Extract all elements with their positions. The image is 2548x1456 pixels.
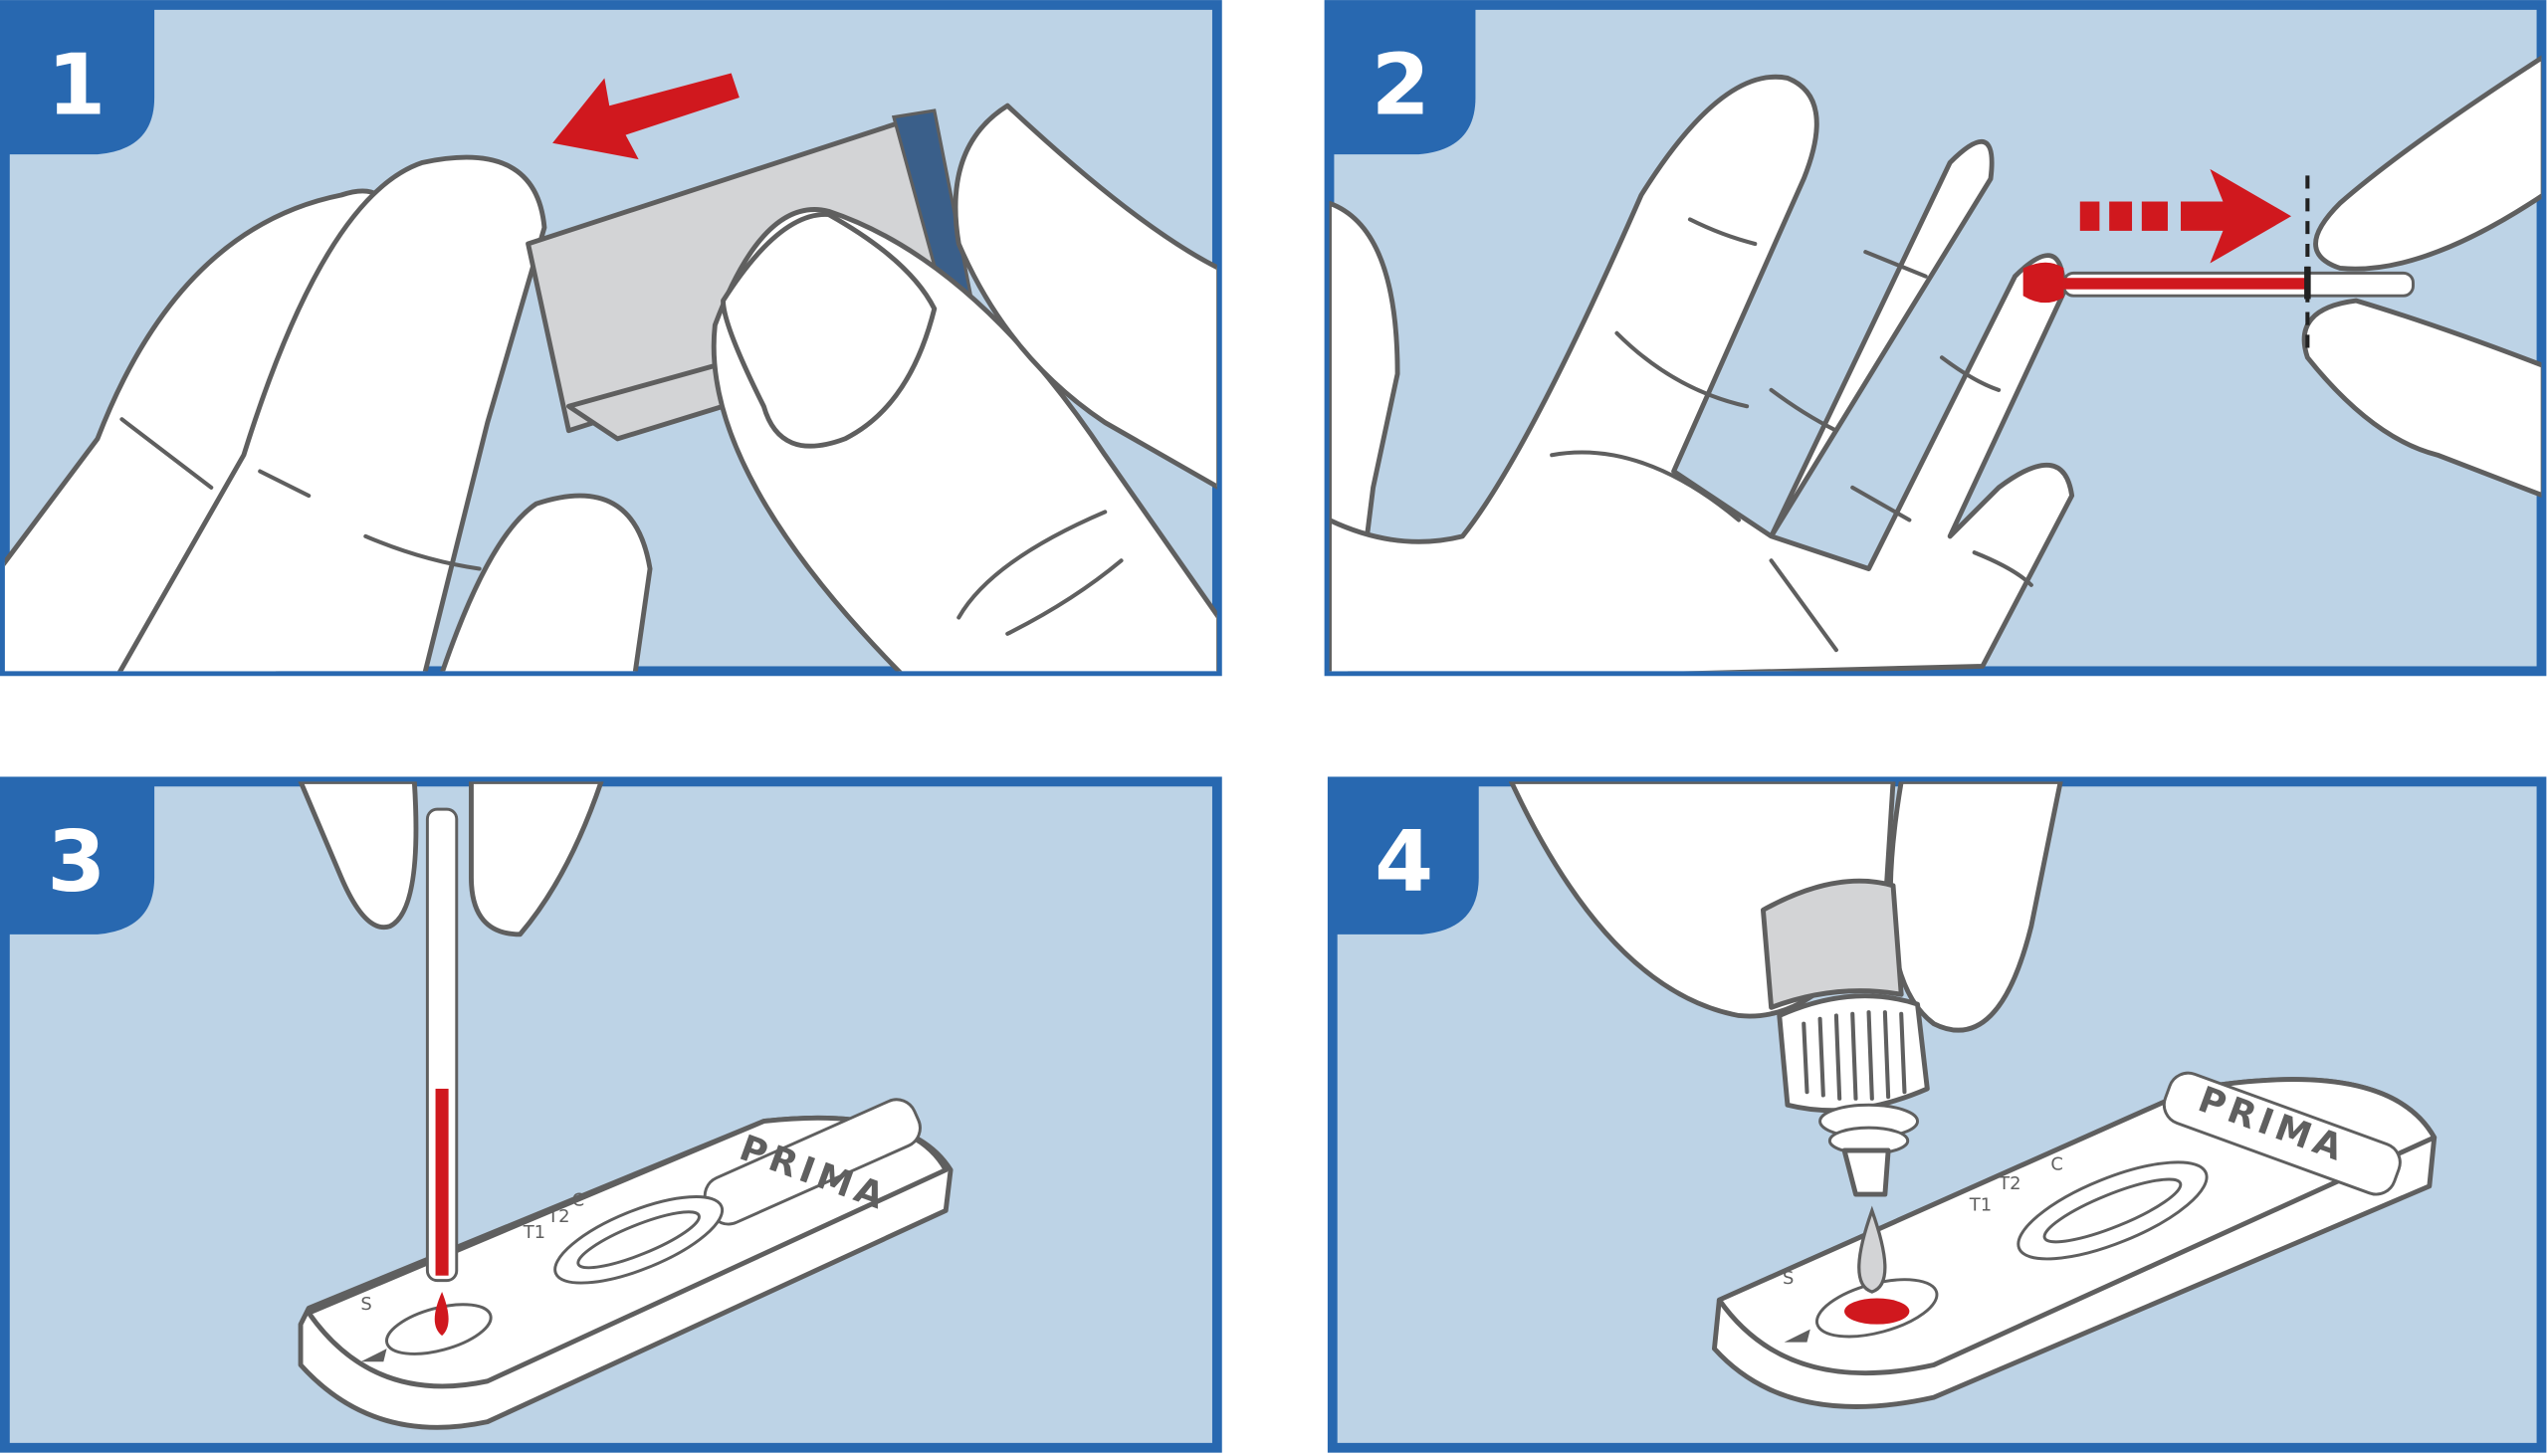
sample-well-label: S [1783,1268,1794,1289]
line-label-t1: T1 [1969,1194,1992,1215]
arrow-icon [1784,1329,1810,1343]
step-number: 3 [47,813,106,912]
step-2-panel: 2 [1324,0,2547,677]
step-4-panel: PRIMA T1 T2 C S 4 [1327,776,2547,1453]
buffer-drop-illustration: PRIMA T1 T2 C S [1508,781,2438,1409]
line-label-c: C [572,1189,585,1210]
step-number: 1 [47,36,106,134]
step-number: 2 [1372,36,1430,134]
line-label-c: C [2050,1154,2063,1175]
step-3-panel: PRIMA T1 T2 C S 3 [0,776,1222,1453]
insert-arrow-icon [2079,168,2292,264]
finger-blood-collection-illustration [1329,55,2542,672]
line-label-t1: T1 [523,1222,545,1243]
blood-transfer-illustration: PRIMA T1 T2 C S [298,781,954,1430]
step-number: 4 [1375,813,1433,912]
sample-well-label: S [360,1294,371,1315]
line-label-t2: T2 [1998,1173,2020,1194]
test-cassette: PRIMA T1 T2 C S [1712,1071,2438,1409]
hands-opening-lancet-illustration [4,73,1217,672]
step-1-panel: 1 [0,0,1222,677]
line-label-t2: T2 [546,1206,569,1227]
